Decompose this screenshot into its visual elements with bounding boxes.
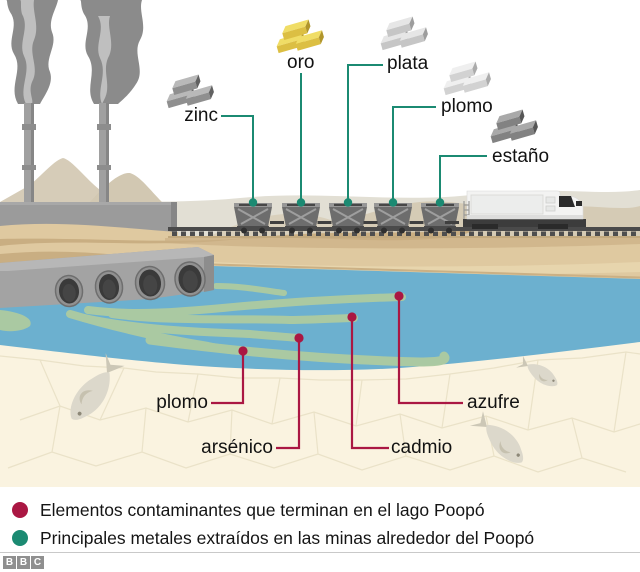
metal-leader-estaño — [439, 155, 487, 201]
cart-couplers — [270, 221, 459, 224]
metal-leader-zinc — [221, 115, 254, 201]
bbc-letter: C — [31, 556, 44, 569]
estaño-ingots — [490, 109, 538, 144]
contaminant-leader-azufre — [397, 296, 463, 405]
crimson-dot — [238, 346, 248, 356]
teal-dot — [296, 198, 306, 207]
teal-dot — [343, 198, 353, 207]
locomotive — [463, 190, 586, 229]
plomo-ingots — [443, 61, 491, 96]
bbc-letter: B — [17, 556, 30, 569]
mine-cart — [234, 203, 272, 234]
contaminant-leader-cadmio — [350, 317, 389, 450]
contaminant-connector-lines — [211, 291, 463, 450]
mine-carts — [234, 203, 459, 234]
metal-leader-plata — [347, 64, 383, 201]
label-cadmio: cadmio — [391, 437, 453, 458]
label-oro: oro — [287, 52, 315, 73]
metal-leader-plomo — [392, 106, 436, 201]
contaminant-leader-arsénico — [276, 338, 301, 450]
crimson-dot — [394, 291, 404, 301]
legend-dot-metals — [12, 530, 28, 546]
oro-ingots — [276, 19, 324, 54]
zinc-ingots — [166, 74, 214, 109]
pollution-plumes — [0, 283, 450, 367]
teal-dot — [435, 198, 445, 207]
label-plomo-metal: plomo — [441, 96, 493, 117]
smokestacks — [22, 103, 111, 203]
shoreline-edge — [212, 263, 640, 279]
drainage-pipes — [54, 261, 206, 308]
teal-dot — [248, 198, 258, 207]
metal-connector-lines — [221, 64, 487, 207]
contaminant-leader-plomo — [211, 351, 245, 405]
footer-divider — [0, 552, 640, 553]
label-zinc: zinc — [184, 105, 218, 126]
legend-item-metals: Principales metales extraídos en las min… — [12, 528, 534, 548]
teal-dot — [388, 198, 398, 207]
ingot-stacks — [166, 16, 538, 144]
smoke-plumes — [6, 0, 144, 104]
bbc-logo: B B C — [3, 556, 44, 569]
mine-cart — [329, 203, 367, 234]
drainage-wall — [0, 247, 214, 308]
plata-ingots — [380, 16, 428, 51]
label-estano: estaño — [492, 146, 550, 167]
mine-cart — [282, 203, 320, 234]
legend-dot-contaminants — [12, 502, 28, 518]
legend-label-contaminants: Elementos contaminantes que terminan en … — [40, 499, 485, 520]
label-arsenico: arsénico — [201, 437, 273, 458]
label-plomo-contaminant: plomo — [156, 392, 208, 413]
mine-cart — [374, 203, 412, 234]
legend-item-contaminants: Elementos contaminantes que terminan en … — [12, 500, 485, 520]
legend-label-metals: Principales metales extraídos en las min… — [40, 527, 535, 548]
mine-cart — [421, 203, 459, 234]
bbc-letter: B — [3, 556, 16, 569]
label-azufre: azufre — [467, 392, 520, 413]
crimson-dot — [347, 312, 357, 322]
label-plata: plata — [387, 53, 429, 74]
crimson-dot — [294, 333, 304, 343]
